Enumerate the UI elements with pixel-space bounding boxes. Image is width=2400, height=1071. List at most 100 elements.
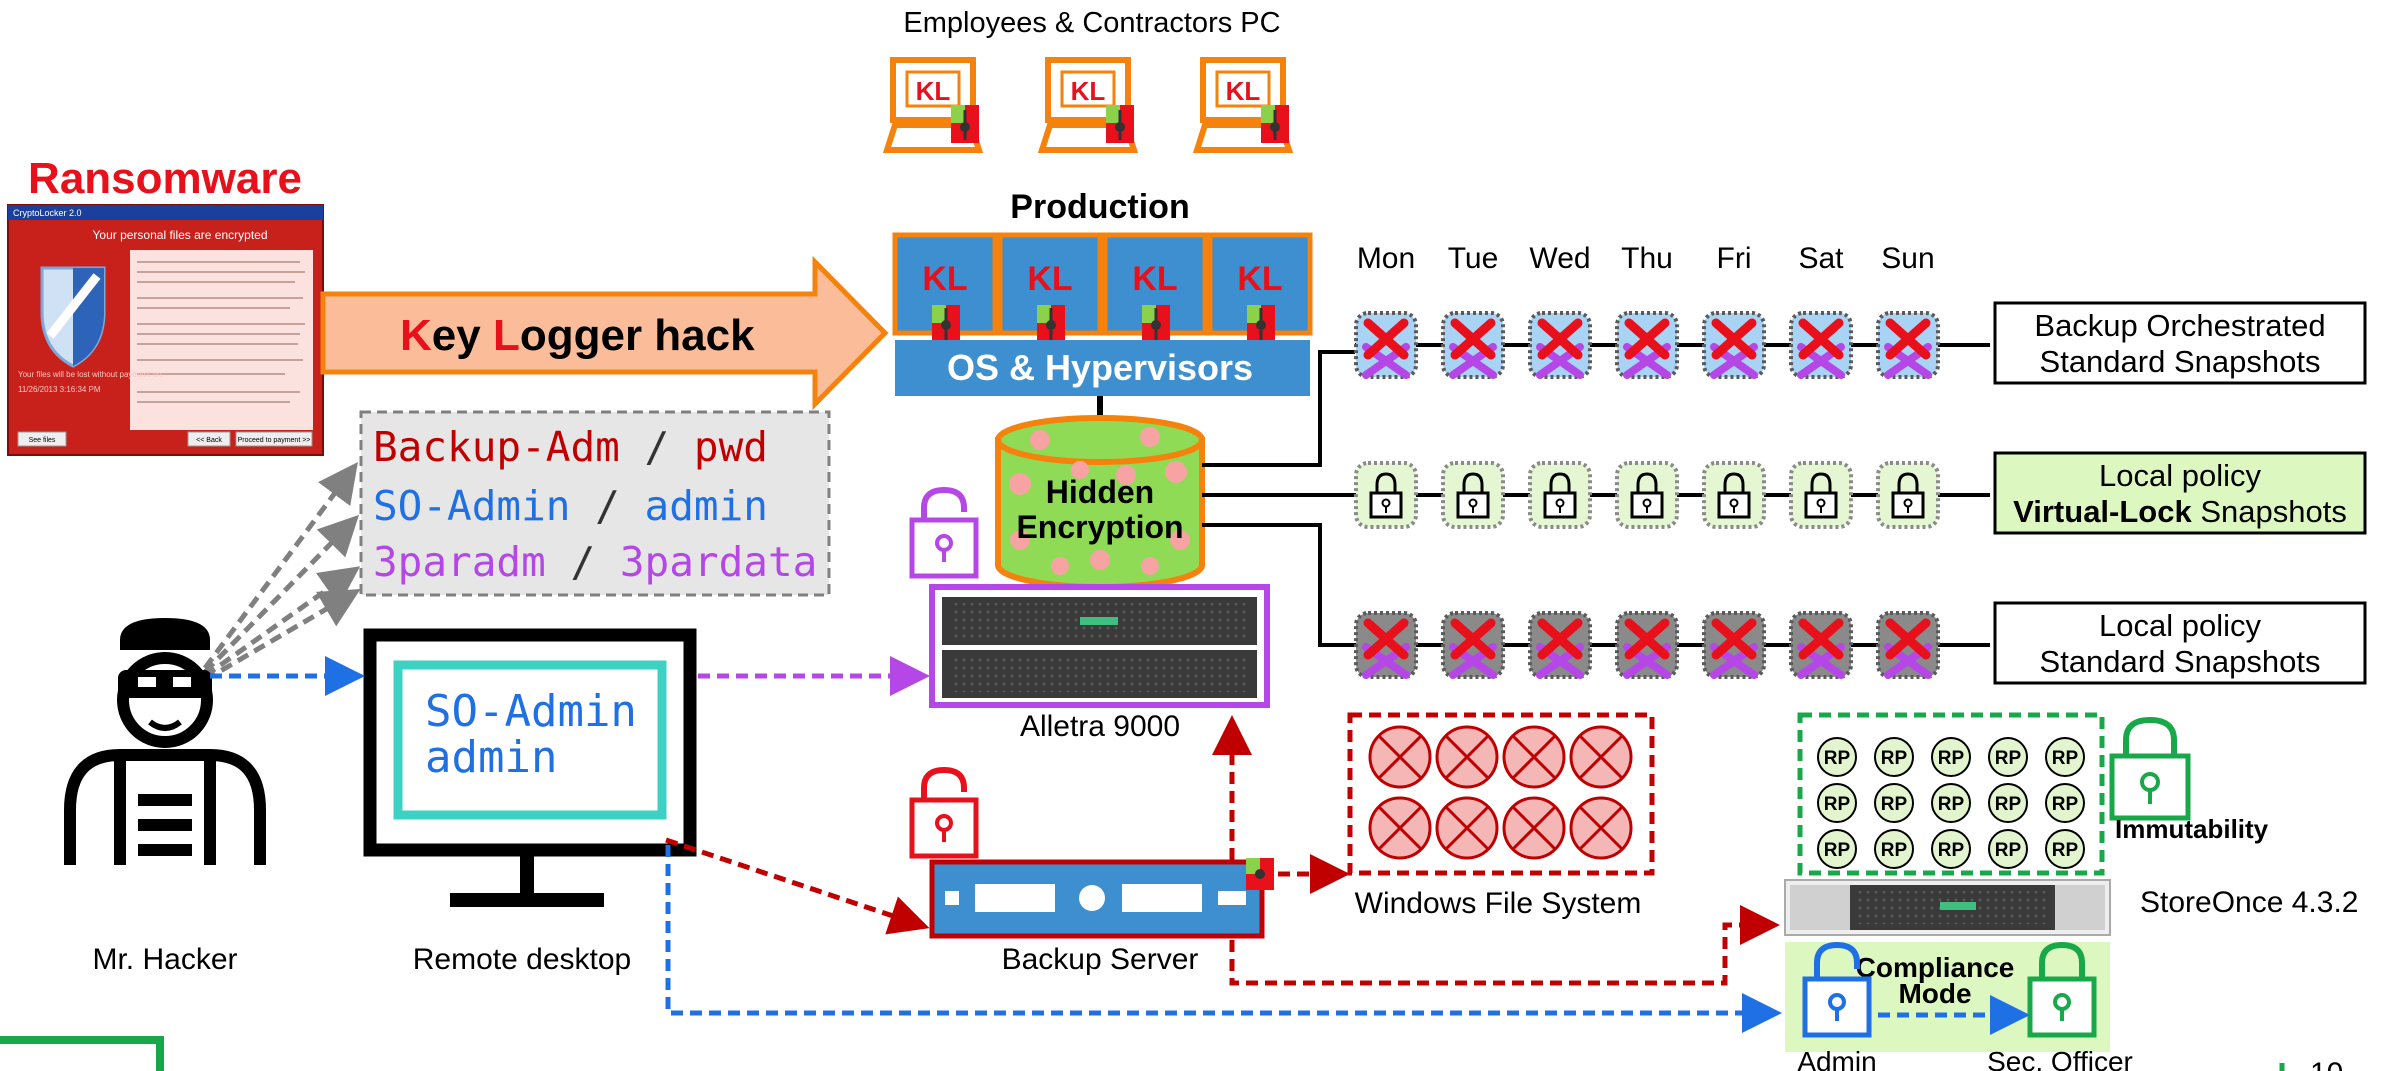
recovery-point-label: RP: [1881, 840, 1908, 861]
keylogger-label: KL: [1071, 76, 1106, 106]
immutability-label: Immutability: [2115, 814, 2269, 844]
encrypted-file-icon: [1502, 796, 1566, 860]
snapshot-rows: [1354, 311, 1990, 679]
deleted-snapshot-icon: [1354, 611, 1418, 679]
alletra-array: [929, 584, 1270, 708]
recovery-point-label: RP: [1995, 748, 2022, 769]
secofficer-label: Sec. Officer: [1987, 1046, 2133, 1071]
keylogger-label: KL: [1027, 260, 1072, 298]
deleted-snapshot-icon: [1876, 611, 1940, 679]
recovery-point-icon: RP: [1988, 829, 2028, 869]
hacker-label: Mr. Hacker: [92, 943, 237, 976]
pcs-title: Employees & Contractors PC: [903, 7, 1280, 39]
pay-button[interactable]: [235, 431, 313, 447]
snapshot-row-labels: Backup Orchestrated Standard Snapshots L…: [1993, 301, 2367, 685]
recovery-point-label: RP: [1938, 794, 1965, 815]
recovery-point-icon: RP: [1817, 783, 1857, 823]
compliance-line1: Compliance: [1856, 952, 2015, 983]
keylogger-label: KL: [922, 260, 967, 298]
alletra-label: Alletra 9000: [1020, 710, 1180, 743]
keylogger-label: KL: [916, 76, 951, 106]
recovery-point-label: RP: [1995, 794, 2022, 815]
vm-box: KL: [997, 232, 1103, 343]
recovery-point-icon: RP: [1931, 783, 1971, 823]
credential-row: Backup-Adm / pwd: [373, 423, 768, 471]
row-label-line1: Local policy: [2099, 458, 2261, 493]
credential-theft-arrows: [202, 461, 361, 683]
ransomware-banner: Your personal files are encrypted: [93, 228, 268, 242]
padlock-open-icon: [909, 486, 979, 579]
row-label-line2: Virtual-Lock Snapshots: [2013, 494, 2347, 529]
deleted-snapshot-icon: [1615, 311, 1679, 379]
deleted-snapshot-icon: [1876, 311, 1940, 379]
row-label-box: [1993, 451, 2367, 535]
keylogger-label: KL: [1226, 76, 1261, 106]
logo-frame: [0, 1036, 164, 1071]
hacker-icon: [64, 618, 266, 865]
recovery-point-icon: RP: [1988, 737, 2028, 777]
keylogger-attack-arrow: Key Logger hack: [320, 255, 889, 411]
recovery-point-icon: RP: [2045, 829, 2085, 869]
see-files-button[interactable]: [17, 431, 67, 447]
deleted-snapshot-icon: [1354, 311, 1418, 379]
stolen-credentials-box: Backup-Adm / pwd SO-Admin / admin 3parad…: [359, 410, 831, 597]
hypervisor-label: OS & Hypervisors: [947, 347, 1253, 388]
locked-snapshot-icon: [1702, 461, 1766, 529]
recovery-point-icon: RP: [1874, 783, 1914, 823]
recovery-point-label: RP: [1938, 840, 1965, 861]
encrypted-database: Hidden Encryption: [995, 415, 1205, 590]
day-label: Mon: [1357, 242, 1415, 275]
employee-pc-icon: KL: [882, 57, 984, 153]
remote-desktop-monitor: SO-Admin admin: [363, 628, 697, 907]
back-button[interactable]: [187, 431, 231, 447]
recovery-point-icon: RP: [1931, 829, 1971, 869]
vm-box: KL: [1207, 232, 1313, 343]
day-label: Thu: [1621, 242, 1673, 275]
row-label-line1: Local policy: [2099, 608, 2261, 643]
recovery-point-label: RP: [2052, 840, 2079, 861]
ransomware-left-time: 11/26/2013 3:16:34 PM: [18, 385, 101, 394]
padlock-open-icon: [1802, 941, 1872, 1038]
recovery-point-icon: RP: [2045, 783, 2085, 823]
admin-label: Admin: [1797, 1046, 1876, 1071]
backup-server: [929, 858, 1274, 939]
backup-server-label: Backup Server: [1002, 943, 1199, 976]
recovery-point-icon: RP: [1817, 829, 1857, 869]
recovery-point-icon: RP: [1817, 737, 1857, 777]
storeonce-label: StoreOnce 4.3.2: [2140, 886, 2358, 919]
pay-label: Proceed to payment >>: [238, 437, 311, 444]
remote-user: SO-Admin: [425, 686, 637, 737]
padlock-locked-icon: [2109, 716, 2191, 821]
attack-label: Key Logger hack: [400, 311, 755, 360]
remote-password: admin: [425, 732, 557, 783]
deleted-snapshot-icon: [1441, 611, 1505, 679]
day-labels: Mon Tue Wed Thu Fri Sat Sun: [1357, 242, 1935, 275]
recovery-point-label: RP: [1824, 794, 1851, 815]
compliance-mode-panel: Compliance Mode: [1785, 941, 2110, 1052]
recovery-point-icon: RP: [1988, 783, 2028, 823]
encrypted-file-icon: [1502, 725, 1566, 789]
encryption-line1: Hidden: [1046, 474, 1154, 510]
employee-pc-icon: KL: [1192, 57, 1294, 153]
encrypted-file-icon: [1435, 725, 1499, 789]
locked-snapshot-icon: [1876, 461, 1940, 529]
deleted-snapshot-icon: [1702, 611, 1766, 679]
vm-box: KL: [1102, 232, 1208, 343]
recovery-point-label: RP: [1824, 748, 1851, 769]
deleted-snapshot-icon: [1789, 611, 1853, 679]
locked-snapshot-icon: [1615, 461, 1679, 529]
row-label-line2: Standard Snapshots: [2040, 344, 2321, 379]
day-label: Fri: [1717, 242, 1752, 275]
deleted-snapshot-icon: [1702, 311, 1766, 379]
snapshot-row: [1354, 611, 1990, 679]
employee-pc-icon: KL: [1037, 57, 1139, 153]
recovery-point-label: RP: [2052, 748, 2079, 769]
row-label-line2: Standard Snapshots: [2040, 644, 2321, 679]
recovery-point-icon: RP: [2045, 737, 2085, 777]
snapshot-branch-lines: [1202, 350, 1355, 647]
locked-snapshot-icon: [1789, 461, 1853, 529]
deleted-snapshot-icon: [1789, 311, 1853, 379]
remote-to-admin-arrow: [665, 845, 1782, 1033]
